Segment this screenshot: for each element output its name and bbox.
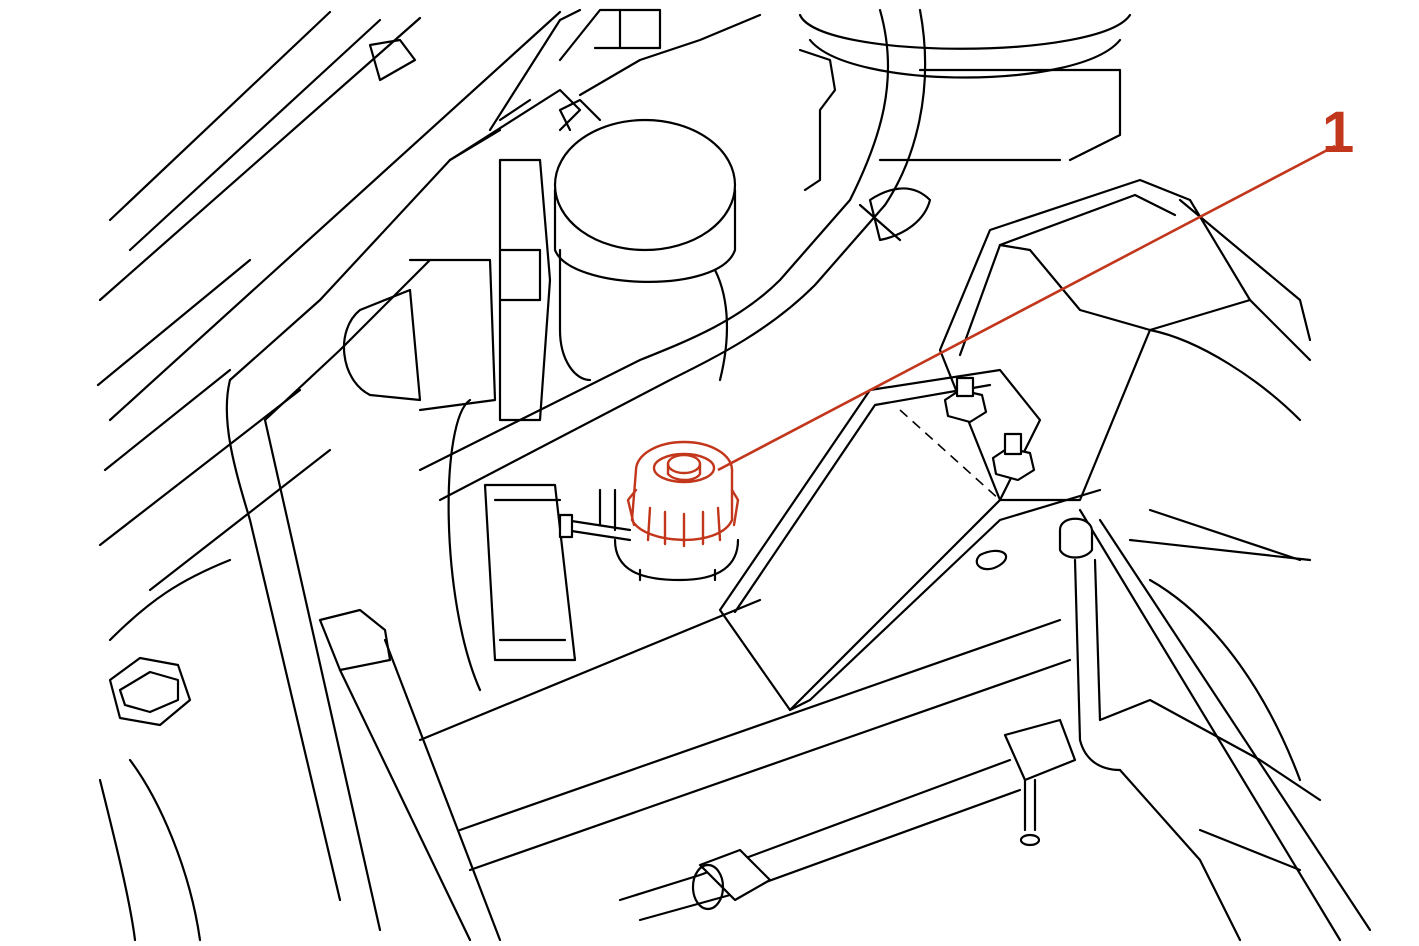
air-intake-housing (798, 13, 1132, 192)
lower-left-panel (98, 558, 232, 942)
brake-line-lower (618, 718, 1077, 922)
hood-edge-lines (96, 10, 562, 592)
frame-rail-left (225, 128, 502, 942)
cross-member (418, 598, 1072, 872)
lower-left-bolt (108, 656, 192, 727)
upper-frame (368, 8, 762, 162)
callout-label-1: 1 (1322, 100, 1355, 165)
brake-fluid-reservoir-cap[interactable] (613, 440, 740, 582)
brake-booster (342, 158, 577, 692)
relay-bracket (899, 178, 1312, 502)
callout-leader-line (717, 144, 1336, 472)
bracket-bolts (943, 376, 1036, 482)
master-cylinder-reservoir (553, 98, 737, 382)
hose-upper (418, 8, 932, 502)
fluid-pipe (558, 488, 632, 542)
strut-right (1058, 508, 1372, 942)
right-lower-lines (1128, 508, 1312, 872)
battery-tray (718, 368, 1102, 712)
